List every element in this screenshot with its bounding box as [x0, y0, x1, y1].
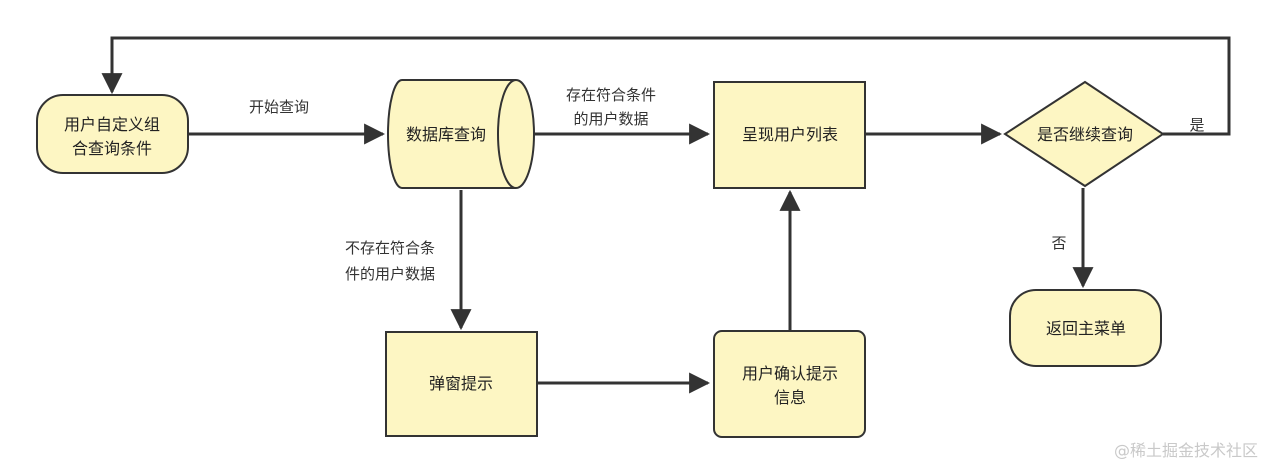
edge-label-not-found-line2: 件的用户数据	[345, 265, 435, 283]
node-return-menu: 返回主菜单	[1009, 289, 1162, 367]
node-return-menu-label: 返回主菜单	[1046, 319, 1126, 338]
edge-label-found-line2: 的用户数据	[573, 110, 648, 128]
node-custom-query-line2: 合查询条件	[72, 139, 152, 158]
edge-label-no: 否	[1051, 234, 1066, 252]
edge-label-found-line1: 存在符合条件	[566, 86, 656, 104]
edge-yes-loop	[101, 36, 1231, 136]
node-db-query: 数据库查询	[387, 79, 535, 189]
node-popup-label: 弹窗提示	[429, 374, 493, 393]
node-db-query-label: 数据库查询	[406, 125, 486, 144]
node-show-list-label: 呈现用户列表	[742, 125, 838, 144]
node-custom-query-line1: 用户自定义组	[64, 115, 160, 134]
node-user-confirm: 用户确认提示 信息	[713, 330, 866, 438]
node-continue-query-label: 是否继续查询	[1037, 125, 1133, 144]
node-show-list: 呈现用户列表	[713, 81, 866, 189]
watermark: @稀土掘金技术社区	[1114, 441, 1258, 460]
node-user-confirm-line2: 信息	[774, 388, 806, 407]
node-user-confirm-line1: 用户确认提示	[742, 364, 838, 383]
edge-label-not-found-line1: 不存在符合条	[345, 239, 435, 257]
edge-label-start-query: 开始查询	[249, 98, 309, 116]
edge-label-yes: 是	[1189, 116, 1204, 134]
edges	[101, 36, 1231, 394]
node-custom-query: 用户自定义组 合查询条件	[36, 94, 189, 174]
node-continue-query: 是否继续查询	[1003, 80, 1165, 188]
node-popup: 弹窗提示	[385, 331, 538, 437]
